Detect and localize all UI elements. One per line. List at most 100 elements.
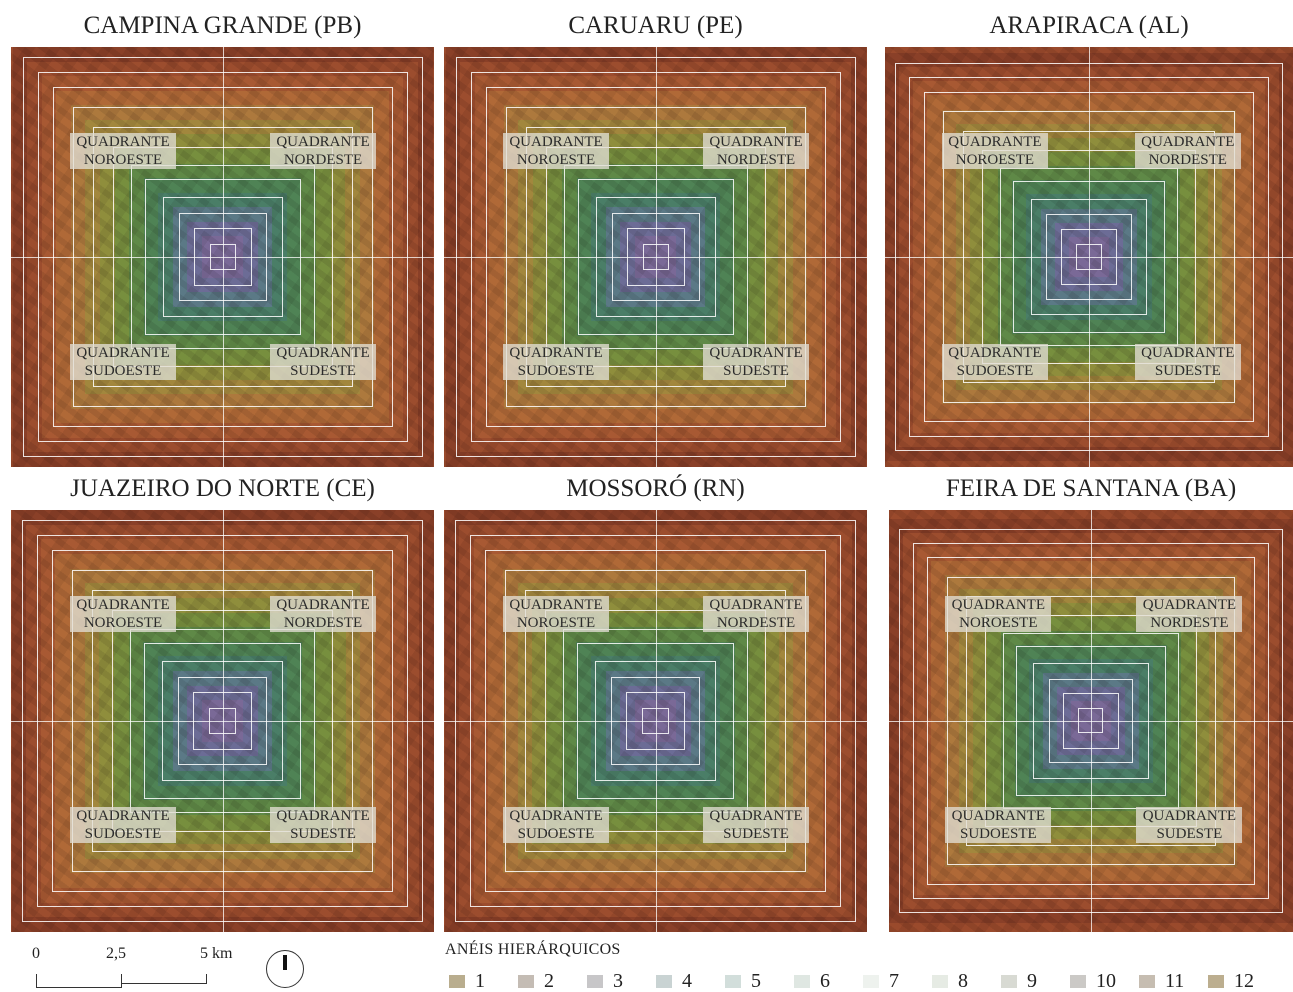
ring-outline [611, 676, 700, 766]
quadrant-label-line2: NORDESTE [703, 614, 809, 632]
legend-label: 6 [820, 970, 830, 992]
legend-label: 12 [1234, 970, 1254, 992]
quadrant-label-line1: QUADRANTE [70, 596, 176, 614]
ring-outline [91, 590, 354, 852]
quadrant-label-line2: NOROESTE [941, 151, 1048, 169]
legend-item: 11 [1139, 970, 1184, 992]
quadrant-label-line1: QUADRANTE [503, 344, 609, 362]
ring-outline [524, 590, 787, 852]
ring-outline [504, 570, 807, 872]
quadrant-axis-horizontal [444, 257, 867, 258]
legend-swatch [725, 975, 741, 988]
legend-label: 2 [544, 970, 554, 992]
ring-outline [36, 535, 409, 907]
ring-outline [913, 543, 1269, 899]
legend-item: 2 [518, 970, 554, 992]
legend-item: 5 [725, 970, 761, 992]
quadrant-label-line1: QUADRANTE [1136, 596, 1243, 614]
scale-bar-left [36, 974, 122, 988]
quadrant-label-line1: QUADRANTE [70, 807, 176, 825]
ring-outline [469, 535, 842, 907]
north-arrow-icon [266, 950, 304, 988]
quadrant-axis-horizontal [11, 721, 434, 722]
ring-outline [1013, 181, 1165, 333]
legend-swatch [1139, 975, 1155, 988]
quadrant-label-line1: QUADRANTE [503, 596, 609, 614]
ring-outline [642, 707, 669, 735]
quadrant-label-line1: QUADRANTE [270, 344, 376, 362]
ring-outline [1060, 228, 1118, 286]
quadrant-axis-horizontal [444, 721, 867, 722]
legend-swatch [449, 975, 465, 988]
legend-item: 6 [794, 970, 830, 992]
ring-outline [51, 550, 394, 892]
ring-outline [130, 628, 315, 814]
quadrant-label-line2: NOROESTE [945, 614, 1052, 632]
panel-title: JUAZEIRO DO NORTE (CE) [70, 475, 375, 502]
legend-item: 7 [863, 970, 899, 992]
ring-fill [634, 700, 677, 742]
quadrant-label-line2: SUDESTE [270, 825, 376, 843]
quadrant-label-line1: QUADRANTE [703, 133, 809, 151]
legend-label: 5 [751, 970, 761, 992]
quadrant-label-line1: QUADRANTE [945, 596, 1052, 614]
ring-outline [484, 550, 827, 892]
quadrant-label-line1: QUADRANTE [503, 807, 609, 825]
ring-fill [634, 236, 677, 278]
legend-item: 10 [1070, 970, 1116, 992]
ring-outline [909, 77, 1269, 437]
legend-swatch [794, 975, 810, 988]
ring-outline [1063, 693, 1119, 749]
quadrant-label-line2: SUDOESTE [70, 825, 176, 843]
quadrant-label-line2: NOROESTE [503, 614, 609, 632]
quadrant-label-line2: SUDOESTE [503, 362, 609, 380]
quadrant-label-line2: SUDOESTE [941, 362, 1048, 380]
legend-item: 4 [656, 970, 692, 992]
legend-swatch [587, 975, 603, 988]
quadrant-label-line1: QUADRANTE [70, 133, 176, 151]
ring-outline [162, 660, 283, 782]
ring-outline [71, 570, 374, 872]
quadrant-label-line1: QUADRANTE [941, 133, 1048, 151]
legend-swatch [518, 975, 534, 988]
ring-outline [894, 62, 1284, 452]
ring-outline [111, 610, 334, 832]
quadrant-axis-horizontal [889, 721, 1293, 722]
quadrant-label-line1: QUADRANTE [503, 133, 609, 151]
quadrant-label-line2: SUDESTE [703, 362, 809, 380]
ring-outline [1015, 645, 1167, 797]
quadrant-label-line2: NOROESTE [70, 151, 176, 169]
ring-outline [965, 595, 1217, 847]
legend-label: 11 [1165, 970, 1185, 992]
ring-outline [1030, 198, 1148, 316]
quadrant-label-line2: NOROESTE [70, 614, 176, 632]
scale-label-end: 5 km [200, 945, 233, 962]
legend-item: 3 [587, 970, 623, 992]
quadrant-label-line2: SUDESTE [1136, 825, 1243, 843]
quadrant-label-line2: NORDESTE [703, 151, 809, 169]
ring-outline [898, 528, 1284, 914]
